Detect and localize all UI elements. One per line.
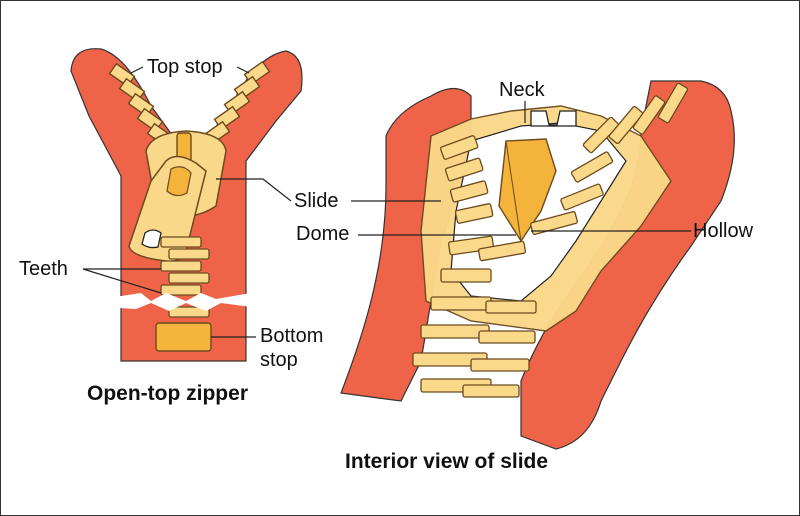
neck-notch bbox=[530, 110, 577, 127]
bottom-stop-block bbox=[155, 322, 212, 352]
label-teeth: Teeth bbox=[19, 258, 68, 280]
label-neck: Neck bbox=[499, 79, 545, 101]
right-leader-lines bbox=[351, 101, 691, 236]
slide-pull-window bbox=[166, 166, 192, 197]
label-dome: Dome bbox=[296, 223, 350, 245]
open-top-zipper bbox=[70, 48, 303, 362]
interior-view bbox=[340, 80, 735, 450]
center-teeth bbox=[160, 236, 210, 318]
label-top-stop: Top stop bbox=[147, 56, 223, 78]
pull-hole bbox=[141, 229, 162, 249]
label-hollow: Hollow bbox=[693, 220, 754, 242]
caption-open-top-zipper: Open-top zipper bbox=[87, 382, 248, 405]
interior-right-teeth bbox=[462, 82, 689, 398]
label-slide: Slide bbox=[294, 190, 339, 212]
left-leader-lines bbox=[82, 66, 292, 338]
dome-wedge bbox=[498, 138, 557, 243]
label-bottom-stop: Bottom stop bbox=[260, 325, 324, 371]
tear-break bbox=[101, 293, 261, 311]
caption-interior-view: Interior view of slide bbox=[345, 450, 549, 473]
